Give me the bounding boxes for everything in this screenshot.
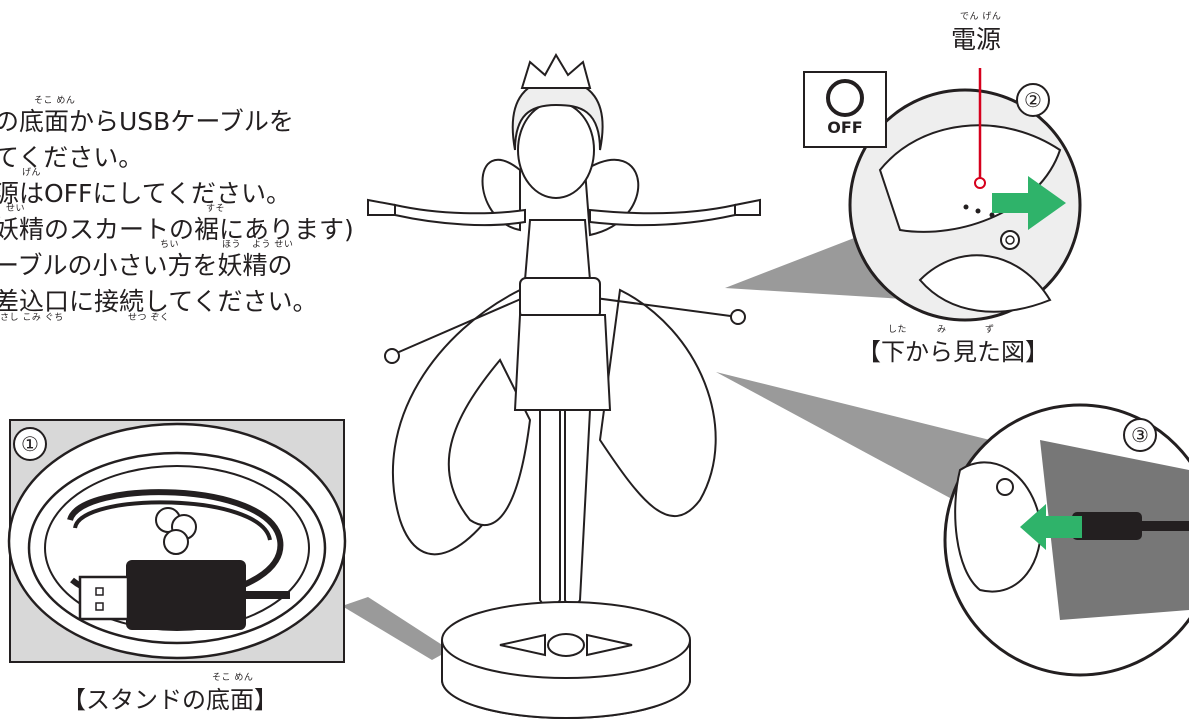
switch-detail-circle bbox=[848, 88, 1082, 322]
callout-wedge-stand bbox=[342, 597, 450, 660]
ruby-text: そこ めん bbox=[34, 96, 76, 106]
bottom-view-caption: 【下から見た図】 bbox=[857, 338, 1049, 366]
off-switch-box bbox=[803, 71, 887, 148]
callout-number: ① bbox=[13, 427, 47, 461]
ruby-text: よう せい bbox=[252, 240, 294, 250]
instruction-line: 妖精のスカートの裾にあります) bbox=[0, 215, 354, 244]
instruction-line: ーブルの小さい方を妖精の bbox=[0, 251, 293, 280]
ruby-text: すそ bbox=[206, 204, 226, 214]
usb-cable-icon bbox=[78, 560, 290, 630]
ruby-text: そこ めん bbox=[212, 673, 254, 683]
ruby-text: げん bbox=[22, 168, 42, 178]
stand-bottom-panel bbox=[7, 419, 347, 663]
ruby-text: した bbox=[888, 325, 908, 335]
instruction-text: の底面からUSBケーブルを てください。 源はOFFにしてください。 妖精のスカ… bbox=[0, 104, 354, 320]
green-arrow-icon bbox=[992, 176, 1066, 230]
ruby-text: せい bbox=[6, 204, 26, 214]
fairy-doll bbox=[367, 52, 761, 719]
ruby-text: さし こみ ぐち bbox=[0, 313, 64, 323]
instruction-line: の底面からUSBケーブルを bbox=[0, 107, 294, 136]
ruby-text: せつ ぞく bbox=[128, 313, 170, 323]
callout-number: ③ bbox=[1123, 418, 1157, 452]
callout-wedge-port bbox=[716, 372, 990, 498]
ruby-text: でん げん bbox=[960, 12, 1002, 22]
green-arrow-icon bbox=[1020, 504, 1082, 550]
switch-state-label: OFF bbox=[827, 118, 863, 137]
power-label: 電源 bbox=[951, 25, 1002, 54]
power-off-icon bbox=[826, 79, 864, 117]
ruby-text: み bbox=[937, 325, 947, 335]
ruby-text: ちい bbox=[160, 240, 180, 250]
callout-number: ② bbox=[1016, 83, 1050, 117]
stand-bottom-caption: 【スタンドの底面】 bbox=[62, 686, 278, 714]
port-detail-circle bbox=[943, 403, 1189, 677]
instruction-line: てください。 bbox=[0, 143, 144, 172]
instruction-line: 源はOFFにしてください。 bbox=[0, 179, 291, 208]
instruction-line: 差込口に接続してください。 bbox=[0, 287, 318, 316]
ruby-text: ず bbox=[985, 325, 995, 335]
ruby-text: ほう bbox=[222, 240, 242, 250]
